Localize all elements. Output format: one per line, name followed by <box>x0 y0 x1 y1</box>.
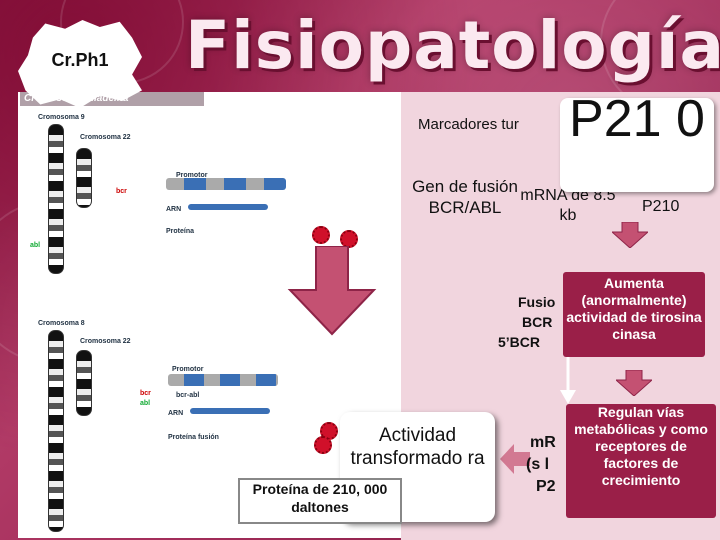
down-arrow-icon <box>616 370 652 396</box>
mr-line: P2 <box>536 478 556 495</box>
down-arrow-icon <box>612 222 648 248</box>
actividad-text: Actividad transformado ra <box>350 425 485 469</box>
label-abl-bottom: abl <box>140 400 151 407</box>
badge-label: Cr.Ph1 <box>51 49 109 70</box>
gen-fusion-text: Gen de fusión BCR/ABL <box>412 177 518 217</box>
label-bcr-top: bcr <box>116 188 127 195</box>
label-arn-bottom: ARN <box>168 410 184 417</box>
label-bcr-bottom: bcr <box>140 390 151 397</box>
label-chr22-top: Cromosoma 22 <box>80 134 131 141</box>
dna-bcr-abl <box>168 374 278 386</box>
regulan-box: Regulan vías metabólicas y como receptor… <box>566 404 716 518</box>
p210-big-text: P21 0 <box>569 90 705 148</box>
down-arrow-icon <box>560 356 576 404</box>
chromosome-22-bottom <box>76 350 92 416</box>
fusion-line: 5’BCR <box>498 334 541 350</box>
fusion-partial-text: Fusio BCR 5’BCR <box>498 292 555 352</box>
mr-line: mR <box>530 434 556 451</box>
rna-bottom <box>190 408 270 414</box>
mr-line: (s l <box>526 456 550 473</box>
label-bcr-abl: bcr-abl <box>176 392 200 399</box>
label-chr8: Cromosoma 8 <box>38 320 85 327</box>
mrna-partial-text: mR (s l P2 <box>526 432 556 498</box>
label-promotor-bottom: Promotor <box>172 366 204 373</box>
p210-box <box>560 98 714 192</box>
mrna-text: mRNA de 8.5 kb <box>520 187 616 224</box>
protein-dot <box>312 226 330 244</box>
rna-top <box>188 204 268 210</box>
fusion-line: Fusio <box>518 294 556 310</box>
dna-bcr-top <box>166 178 286 190</box>
protein-dot <box>314 436 332 454</box>
chromosome-22-top <box>76 148 92 208</box>
left-arrow-icon <box>500 444 530 474</box>
label-proteina-fusion: Proteína fusión <box>168 434 219 441</box>
label-chr9: Cromosoma 9 <box>38 114 85 121</box>
label-chr22-bottom: Cromosoma 22 <box>80 338 131 345</box>
label-proteina-top: Proteína <box>166 228 195 235</box>
aumenta-box: Aumenta (anormalmente) actividad de tiro… <box>563 272 705 357</box>
label-promotor-top: Promotor <box>176 172 208 179</box>
chromosome-9 <box>48 124 64 274</box>
marcadores-text: Marcadores tur <box>418 116 519 133</box>
fusion-line: BCR <box>522 314 553 330</box>
proteina-box: Proteína de 210, 000 daltones <box>238 478 402 524</box>
p210-small-text: P210 <box>642 198 680 215</box>
label-abl-top: abl <box>30 242 41 249</box>
label-arn-top: ARN <box>166 206 182 213</box>
badge-crph1: Cr.Ph1 <box>18 20 142 108</box>
slide-title: Fisiopatología <box>185 7 720 84</box>
chromosome-8 <box>48 330 64 532</box>
down-arrow-icon <box>287 246 377 336</box>
